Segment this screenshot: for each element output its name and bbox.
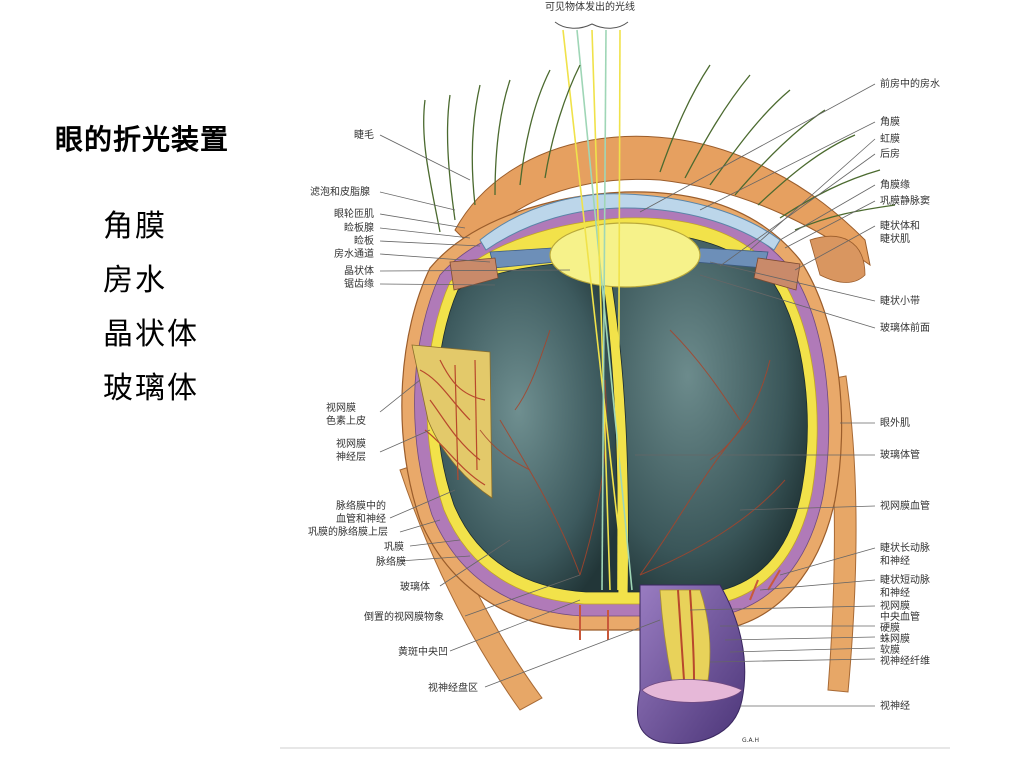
label-choroid-vessels-1: 脉络膜中的 bbox=[336, 499, 386, 512]
label-sclera: 巩膜 bbox=[384, 541, 404, 553]
label-vitreous-body: 玻璃体 bbox=[400, 580, 430, 593]
label-ciliary-body-1: 睫状体和 bbox=[880, 219, 920, 232]
topic-list: 角膜 房水 晶状体 玻璃体 bbox=[103, 200, 199, 416]
left-labels: 睫毛 滤泡和皮脂腺 眼轮匝肌 睑板腺 睑板 房水通道 晶状体 锯齿缘 视网膜 色… bbox=[308, 129, 478, 694]
label-limbus: 角膜缘 bbox=[880, 178, 910, 191]
label-optic-disc: 视神经盘区 bbox=[428, 681, 478, 694]
right-leader-lines bbox=[635, 83, 876, 707]
label-eyelash: 睫毛 bbox=[354, 129, 374, 141]
label-arachnoid: 蛛网膜 bbox=[880, 632, 910, 645]
optic-nerve-cut-face bbox=[641, 679, 743, 703]
label-retina-2: 视网膜 bbox=[336, 437, 366, 450]
label-follicle-sebaceous-gland: 滤泡和皮脂腺 bbox=[310, 185, 370, 198]
label-posterior-chamber: 后房 bbox=[880, 147, 900, 160]
artist-signature: G.A.H bbox=[742, 737, 759, 744]
label-extraocular-muscle: 眼外肌 bbox=[880, 417, 910, 429]
label-short-ciliary-artery-2: 和神经 bbox=[880, 586, 910, 599]
label-aqueous-channel: 房水通道 bbox=[334, 247, 374, 260]
label-long-ciliary-artery-2: 和神经 bbox=[880, 554, 910, 567]
cutaway-vessels bbox=[419, 359, 486, 486]
lens bbox=[549, 222, 701, 288]
label-pigment-epithelium: 色素上皮 bbox=[326, 414, 366, 427]
light-rays bbox=[562, 29, 633, 591]
label-retinal-vessels: 视网膜血管 bbox=[880, 499, 930, 512]
label-long-ciliary-artery-1: 睫状长动脉 bbox=[880, 541, 930, 554]
label-choroid-vessels-2: 血管和神经 bbox=[336, 512, 386, 525]
topic-item-aqueous-humor: 房水 bbox=[103, 263, 167, 298]
ray-source-brace bbox=[554, 21, 629, 29]
label-retina-1: 视网膜 bbox=[326, 401, 356, 414]
label-ciliary-muscle: 睫状肌 bbox=[880, 232, 910, 245]
retina-cutaway bbox=[411, 344, 493, 499]
ciliary-arteries bbox=[579, 569, 781, 640]
right-labels: 前房中的房水 角膜 虹膜 后房 角膜缘 巩膜静脉窦 睫状体和 睫状肌 睫状小带 … bbox=[880, 77, 940, 712]
label-anterior-chamber-aqueous: 前房中的房水 bbox=[880, 77, 940, 90]
topic-item-cornea: 角膜 bbox=[103, 209, 167, 244]
eye-anatomy-diagram: 可见物体发出的光线 bbox=[280, 0, 950, 749]
retinal-vessels bbox=[479, 329, 786, 576]
label-pia-mater: 软膜 bbox=[880, 643, 900, 656]
label-dura-mater: 硬膜 bbox=[880, 622, 900, 634]
ciliary-body-right bbox=[753, 257, 801, 291]
label-optic-nerve: 视神经 bbox=[880, 699, 910, 712]
eyelashes bbox=[423, 64, 896, 233]
label-inverted-image: 倒置的视网膜物象 bbox=[364, 610, 444, 623]
page-title: 眼的折光装置 bbox=[55, 123, 230, 156]
label-scleral-venous-sinus: 巩膜静脉窦 bbox=[880, 194, 930, 207]
label-optic-nerve-fibers: 视神经纤维 bbox=[880, 654, 930, 667]
lower-lid-skin-right bbox=[809, 236, 866, 283]
label-anterior-vitreous: 玻璃体前面 bbox=[880, 321, 930, 334]
label-central-retinal-1: 视网膜 bbox=[880, 599, 910, 612]
label-tarsus: 睑板 bbox=[354, 234, 374, 247]
label-cornea: 角膜 bbox=[880, 116, 900, 128]
label-hyaloid-canal: 玻璃体管 bbox=[880, 448, 920, 461]
label-central-retinal-2: 中央血管 bbox=[880, 610, 920, 623]
label-suprachoroid-lamina: 巩膜的脉络膜上层 bbox=[308, 525, 388, 538]
upper-eyelid bbox=[454, 135, 871, 267]
label-tarsal-gland: 睑板腺 bbox=[344, 221, 374, 234]
label-choroid: 脉络膜 bbox=[376, 555, 406, 568]
label-ora-serrata: 锯齿缘 bbox=[344, 277, 374, 290]
optic-nerve-core bbox=[659, 589, 711, 681]
label-lens: 晶状体 bbox=[344, 264, 374, 277]
label-orbicularis-oculi: 眼轮匝肌 bbox=[334, 207, 374, 220]
label-ciliary-zonule: 睫状小带 bbox=[880, 294, 920, 307]
central-retinal-vessels bbox=[677, 589, 695, 681]
left-leader-lines bbox=[379, 134, 661, 688]
top-label: 可见物体发出的光线 bbox=[545, 0, 635, 13]
label-short-ciliary-artery-1: 睫状短动脉 bbox=[880, 573, 930, 586]
topic-item-lens: 晶状体 bbox=[103, 317, 199, 352]
label-iris: 虹膜 bbox=[880, 133, 900, 145]
topic-item-vitreous-body: 玻璃体 bbox=[103, 371, 199, 406]
label-nerve-layer: 神经层 bbox=[336, 450, 366, 463]
ciliary-body-left bbox=[449, 257, 499, 291]
label-fovea: 黄斑中央凹 bbox=[398, 645, 448, 658]
